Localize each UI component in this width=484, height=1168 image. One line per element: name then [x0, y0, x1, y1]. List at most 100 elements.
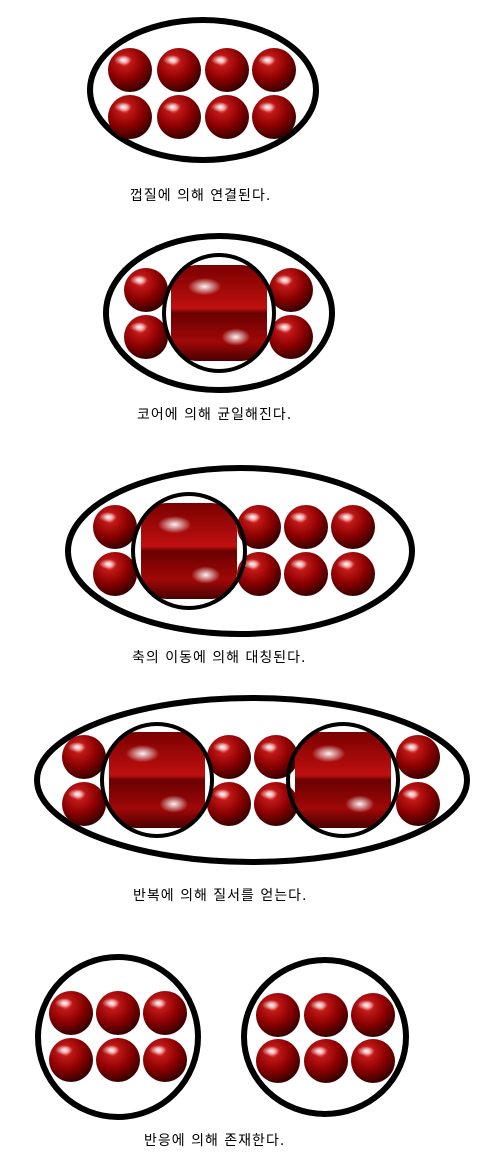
core-ball	[295, 732, 391, 828]
red-ball	[93, 505, 137, 549]
red-ball	[331, 505, 375, 549]
shell-outline	[65, 465, 415, 637]
ball-highlight	[310, 1000, 328, 1010]
ball-highlight	[275, 275, 293, 285]
red-ball	[351, 1039, 395, 1083]
ball-highlight	[213, 742, 231, 752]
ball-highlight	[163, 102, 181, 112]
core-outline	[286, 722, 400, 838]
core-highlight	[345, 795, 375, 813]
ball-highlight	[130, 275, 148, 285]
core-highlight	[157, 515, 192, 534]
core-ball	[109, 732, 205, 828]
caption-1: 껍질에 의해 연결된다.	[130, 188, 271, 204]
red-ball	[96, 991, 140, 1035]
core-highlight	[159, 795, 189, 813]
core-ball	[141, 503, 237, 599]
ball-highlight	[402, 742, 420, 752]
red-ball	[205, 95, 249, 139]
red-ball	[49, 1038, 93, 1082]
ball-group	[256, 993, 395, 1083]
ball-highlight	[243, 512, 261, 522]
ball-highlight	[260, 789, 278, 799]
red-ball	[269, 315, 313, 359]
red-ball	[108, 95, 152, 139]
ball-highlight	[260, 742, 278, 752]
ball-highlight	[258, 55, 276, 65]
shell-outline	[34, 695, 470, 865]
red-ball	[256, 993, 300, 1037]
red-ball	[396, 735, 440, 779]
red-ball	[207, 782, 251, 826]
core-highlight	[191, 566, 221, 584]
core-outline	[131, 492, 247, 610]
ball-highlight	[243, 559, 261, 569]
red-ball	[96, 1038, 140, 1082]
ball-highlight	[149, 998, 167, 1008]
core-outline	[100, 722, 214, 838]
ball-group	[124, 268, 313, 359]
red-ball	[157, 48, 201, 92]
red-ball	[62, 735, 106, 779]
ball-highlight	[102, 1045, 120, 1055]
red-ball	[331, 552, 375, 596]
ball-group	[49, 991, 187, 1082]
red-ball	[124, 315, 168, 359]
shell-outline-right	[241, 957, 409, 1117]
core-sphere	[141, 503, 237, 599]
red-ball	[396, 782, 440, 826]
red-ball	[284, 552, 328, 596]
ball-highlight	[68, 789, 86, 799]
ball-highlight	[402, 789, 420, 799]
stage-reaction	[35, 954, 409, 1120]
ball-highlight	[262, 1046, 280, 1056]
ball-highlight	[55, 998, 73, 1008]
ball-highlight	[211, 55, 229, 65]
red-ball	[124, 268, 168, 312]
core-sphere	[109, 732, 205, 828]
red-ball	[108, 48, 152, 92]
ball-group	[62, 735, 440, 826]
red-ball	[93, 552, 137, 596]
caption-4: 반복에 의해 질서를 얻는다.	[133, 888, 307, 904]
shell-outline-left	[35, 954, 201, 1120]
core-highlight	[311, 744, 346, 763]
ball-highlight	[55, 1045, 73, 1055]
ball-highlight	[163, 55, 181, 65]
red-ball	[304, 993, 348, 1037]
ball-highlight	[357, 1046, 375, 1056]
red-ball	[252, 95, 296, 139]
ball-highlight	[99, 512, 117, 522]
stage-axis	[65, 465, 415, 637]
core-sphere	[171, 265, 267, 361]
red-ball	[49, 991, 93, 1035]
ball-highlight	[102, 998, 120, 1008]
ball-highlight	[149, 1045, 167, 1055]
shell-outline	[87, 17, 319, 163]
core-outline	[162, 253, 276, 373]
red-ball	[157, 95, 201, 139]
red-ball	[269, 268, 313, 312]
ball-highlight	[68, 742, 86, 752]
core-ball	[171, 265, 267, 361]
caption-2: 코어에 의해 균일해진다.	[137, 407, 292, 423]
red-ball	[252, 48, 296, 92]
stage-core	[103, 233, 335, 393]
core-highlight	[221, 328, 251, 346]
red-ball	[256, 1039, 300, 1083]
ball-highlight	[99, 559, 117, 569]
stage-shell	[87, 17, 319, 163]
ball-highlight	[114, 102, 132, 112]
red-ball	[284, 505, 328, 549]
red-ball	[207, 735, 251, 779]
red-ball	[304, 1039, 348, 1083]
ball-highlight	[262, 1000, 280, 1010]
ball-group	[108, 48, 296, 139]
red-ball	[62, 782, 106, 826]
red-ball	[351, 993, 395, 1037]
red-ball	[205, 48, 249, 92]
ball-highlight	[114, 55, 132, 65]
caption-5: 반응에 의해 존재한다.	[144, 1133, 285, 1149]
stage-repeat	[34, 695, 470, 865]
